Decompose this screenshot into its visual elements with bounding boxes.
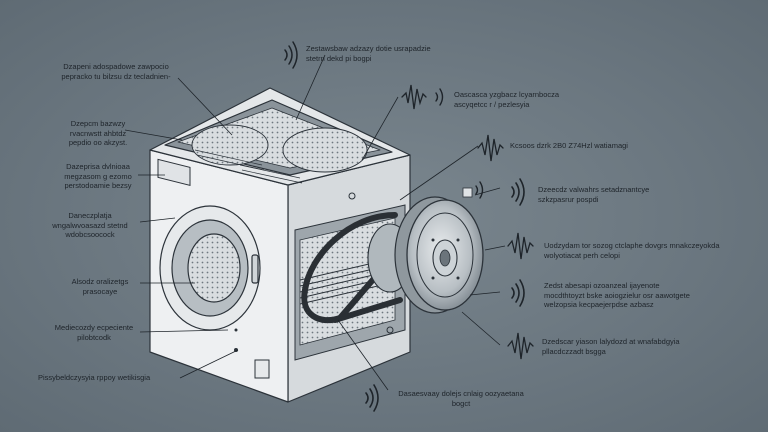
waveform-icon [477,134,504,162]
door-handle [251,254,259,284]
waveform-icon [507,332,534,360]
screw [348,192,356,200]
callout-top-left: Dzapeni adospadowe zawpocio pepracko tu … [61,62,171,81]
sound-wave-icon [511,178,525,206]
bolt [431,276,435,280]
sound-wave-icon [435,88,444,106]
callout-left-5: Alsodz oralizetgs prasocaye [71,277,129,296]
pulley-rim [416,212,474,298]
control-panel [157,158,191,186]
drive-belt [332,297,403,323]
drive-belt [301,212,423,324]
bolt [431,238,435,242]
sound-wave-icon [511,279,525,307]
screw [234,328,238,332]
callout-right-5: Uodzydam tor sozog ctclaphe dovgrs mnakc… [544,241,720,260]
waveform-icon [507,232,534,260]
sensor-cube [462,187,473,198]
callout-right-7: Dzedscar yiason lalydozd at wnafabdgyia … [542,337,680,356]
bolt [456,238,460,242]
door [159,205,261,331]
callout-left-2: Dzepcm bazwzy rvacnwstt ahbtdz pepdio oo… [68,119,128,147]
bolt [456,276,460,280]
waveform-icon [401,84,427,110]
top-drum-left [191,124,269,166]
callout-top-right-2: Oascasca yzgbacz lcyarnbocza ascyqetcc r… [454,90,560,109]
sound-wave-icon [475,181,484,199]
callout-left-7: Pissybeldczysyia rppoy wetikisgia [38,373,151,382]
door-drum [187,233,241,303]
pulley-bore [439,249,451,267]
sound-wave-icon [365,384,379,412]
callout-right-4: Dzeecdz valwahrs setadznantcye szkzpasru… [538,185,650,204]
callout-right-3: Kcsoos dzrk 2B0 Z74Hzl watiamagi [510,141,628,150]
screw [386,326,394,334]
callout-bottom: Dasaesvaay dolejs cnlaig oozyaetana bogc… [398,389,524,408]
callout-left-6: Mediecozdy ecpeciente pilobtcodk [54,323,134,342]
leader-lines [124,54,506,391]
screw [234,348,238,352]
sound-wave-icon [284,41,298,69]
callout-left-3: Dazeprisa dvlnioaa megzasom g ezomo pers… [64,162,132,190]
callout-right-6: Zedst abesapi ozoanzeal ijayenote mocdth… [544,281,690,309]
top-drum-right [282,127,368,173]
top-grille [194,149,303,184]
callout-top-right-1: Zestawsbaw adzazy dotie usrapadzie stetr… [306,44,431,63]
filter-cover [254,359,270,379]
callout-left-4: Daneczplatja wngalwvoasazd stetnd wdobcs… [52,211,128,239]
